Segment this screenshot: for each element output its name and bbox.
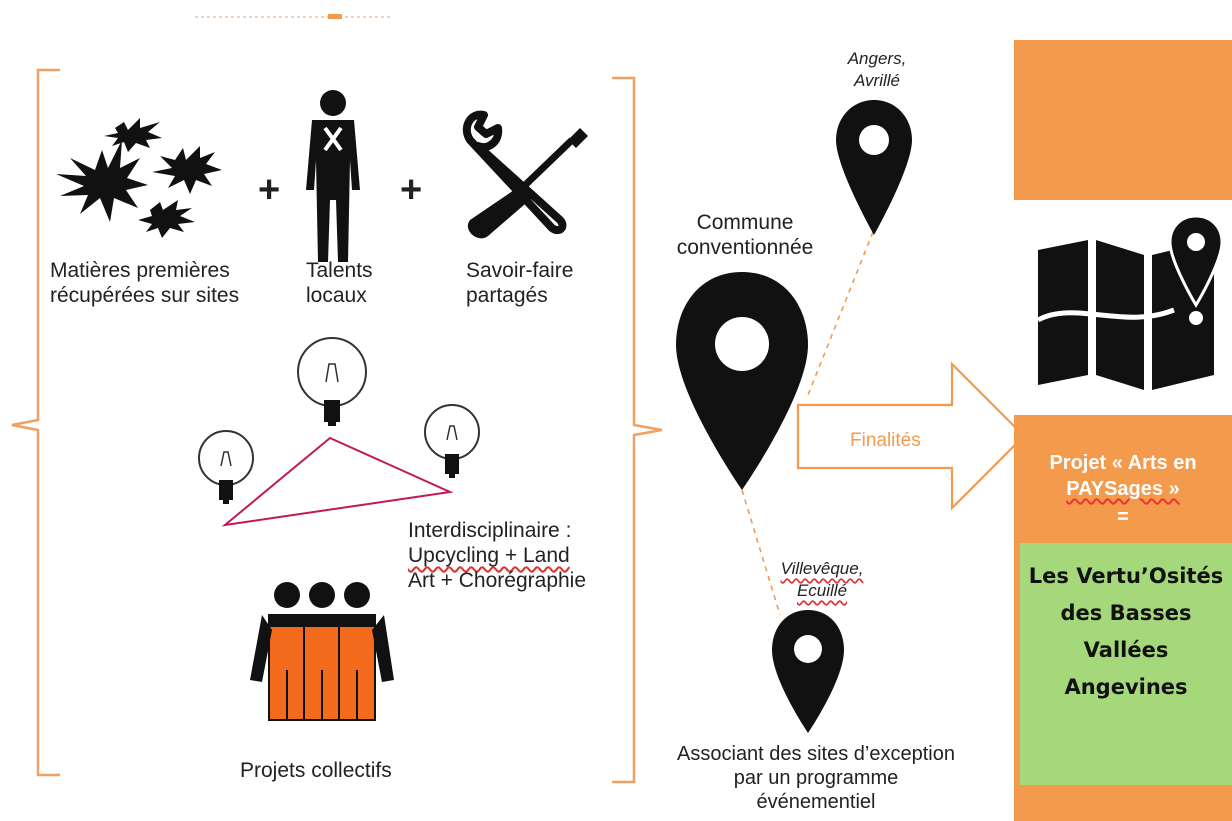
savoir-faire-label: Savoir-faire partagés — [466, 259, 574, 307]
villeveque-label: Villevêque, Ecuillé — [780, 559, 864, 600]
tools-icon — [462, 110, 588, 239]
interdisciplinaire-label: Interdisciplinaire : — [408, 519, 572, 542]
splat-icon — [56, 118, 222, 238]
lightbulb-icon — [198, 337, 480, 504]
map-panel — [1014, 200, 1232, 415]
result-panel — [1020, 543, 1232, 785]
projet-title-line2: PAYSages » — [1066, 478, 1180, 500]
plus-sign: + — [258, 169, 281, 211]
angers-label: Angers, Avrillé — [847, 49, 907, 90]
talents-label: Talents locaux — [306, 259, 373, 307]
top-dash — [328, 14, 342, 19]
equals-sign: = — [1117, 506, 1129, 528]
projets-collectifs-label: Projets collectifs — [240, 759, 392, 782]
right-bracket — [612, 76, 663, 784]
map-pin-icon — [676, 272, 808, 490]
connector-bottom — [741, 489, 781, 616]
projet-title-line1: Projet « Arts en — [1049, 452, 1197, 474]
upcycling-label: Upcycling + Land — [408, 544, 570, 567]
interdisciplinary-triangle — [221, 436, 454, 527]
arrow-icon — [796, 361, 1026, 511]
left-bracket — [11, 68, 60, 777]
map-pin-icon — [836, 100, 912, 235]
orange-panel-top — [1014, 40, 1232, 200]
technician-icon — [306, 90, 360, 262]
commune-label: Commune conventionnée — [676, 211, 814, 259]
finalites-label: Finalités — [850, 430, 921, 451]
projet-title: Projet « Arts en PAYSages » — [1014, 450, 1232, 502]
choregraphie-label: Art + Chorégraphie — [408, 569, 587, 592]
associant-label: Associant des sites d’exception par un p… — [677, 743, 955, 813]
map-pin-icon — [772, 610, 844, 733]
team-icon — [250, 582, 394, 721]
result-text: Les Vertu’Osités des Basses Vallées Ange… — [1028, 564, 1224, 699]
folded-map-icon — [1036, 214, 1224, 390]
matieres-label: Matières premières récupérées sur sites — [50, 259, 240, 307]
plus-sign: + — [400, 169, 423, 211]
